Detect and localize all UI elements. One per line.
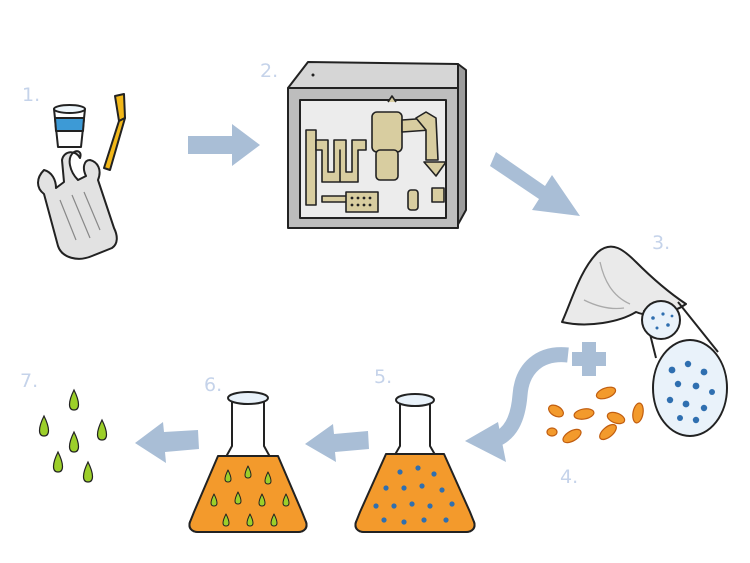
droplet-icon: [38, 388, 108, 483]
step-3-label: 3.: [652, 232, 671, 254]
straw-icon: [103, 93, 126, 171]
step-2-label: 2.: [260, 60, 279, 82]
microbe-icon: [546, 386, 644, 444]
plus-icon: [572, 342, 606, 376]
step-5-label: 5.: [374, 366, 393, 388]
arrow-2-to-3: [490, 152, 580, 216]
curved-arrow-to-5: [465, 347, 569, 462]
arrow-6-to-7: [135, 422, 199, 463]
step-6-label: 6.: [204, 374, 223, 396]
step-1-label: 1.: [22, 84, 41, 106]
cup-icon: [53, 104, 86, 148]
arrow-1-to-2: [188, 124, 260, 166]
plastic-bag-icon: [37, 150, 118, 260]
flask-icon: [188, 391, 308, 533]
machine-icon: [287, 61, 467, 229]
flask-icon: [354, 393, 476, 533]
arrow-5-to-6: [305, 424, 369, 462]
magnifier-icon: [641, 300, 728, 437]
step-4-label: 4.: [560, 466, 579, 488]
step-7-label: 7.: [20, 370, 39, 392]
